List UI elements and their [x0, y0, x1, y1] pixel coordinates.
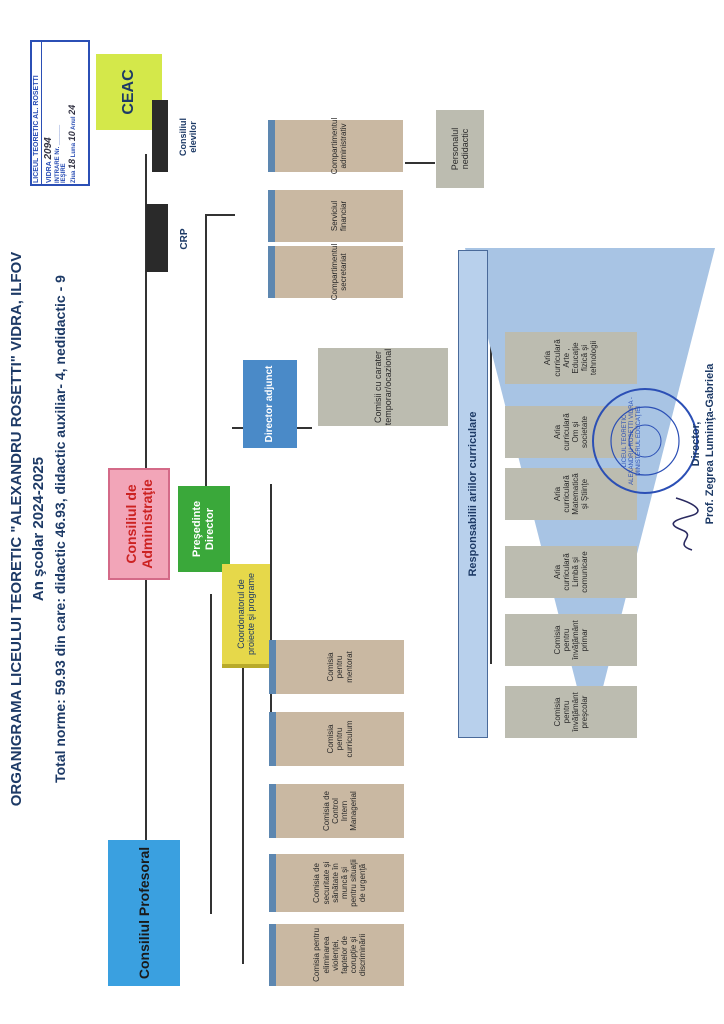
nedidactic-line	[405, 162, 435, 164]
stamp-luna-value: 10	[67, 131, 77, 142]
commission-curriculum: Comisia pentru curriculum	[276, 712, 404, 766]
consiliul-profesoral-node: Consiliul Profesoral	[108, 840, 180, 986]
signature-name: Prof. Zegrea Luminiţa-Gabriela	[704, 363, 716, 525]
admin-administrativ: Compartimentul administrativ	[275, 118, 403, 174]
area-arte: Aria curriculară Arte , Educaţie fizică …	[505, 332, 637, 384]
commission-control-intern: Comisia de Control Intern Managerial	[276, 784, 404, 838]
seal-inner-ring	[610, 406, 680, 476]
commission-ssm: Comisia de securitate şi sănătate în mun…	[276, 854, 404, 912]
area-prescolar: Comisia pentru învăţământ preşcolar	[505, 686, 637, 738]
area-limba: Aria curriculară Limbă şi comunicare	[505, 546, 637, 598]
presedinte-director-node: Preşedinte Director	[178, 486, 230, 572]
crp-node	[146, 204, 168, 272]
signature-path	[672, 497, 699, 551]
admin-vertical-line	[205, 214, 235, 216]
presedinte-to-admin-line	[205, 214, 207, 514]
consiliul-administratie-node: Consiliul de Administraţie	[108, 468, 170, 580]
stamp-line1: LICEUL TEORETIC AL. ROSETTI	[32, 42, 42, 184]
round-seal	[592, 388, 698, 494]
stamp-anul-value: 24	[67, 104, 77, 115]
commission-bus-line	[242, 664, 244, 964]
school-year: An şcolar 2024-2025	[30, 456, 47, 602]
total-norms: Total norme: 59.93 din care: didactic 46…	[52, 275, 68, 783]
presedinte-to-areas-line	[270, 484, 272, 724]
commission-mentorat: Comisia pentru mentorat	[276, 640, 404, 694]
consiliul-elevilor-node	[152, 100, 168, 172]
comisii-temporare-node: Comisii cu carater temporar/ocazional	[318, 348, 448, 426]
responsabili-node: Responsabilii ariilor curriculare	[458, 250, 488, 738]
area-primar: Comisia pentru învăţământ primar	[505, 614, 637, 666]
admin-financiar: Serviciul financiar	[275, 190, 403, 242]
seal-center	[628, 424, 662, 458]
stamp-ziua: Ziua	[71, 170, 77, 183]
coordonator-node: Coordonatorul de proiecte şi programe	[222, 564, 270, 664]
consiliul-elevilor-label: Consiliul elevilor	[177, 118, 198, 156]
director-adjunct-node: Director adjunct	[243, 360, 297, 448]
stamp-nr: Nr.	[55, 146, 61, 155]
signature-scribble	[672, 497, 699, 551]
admin-secretariat: Compartimentul secretariat	[275, 244, 403, 300]
personal-nedidactic-node: Personalul nedidactic	[436, 110, 484, 188]
seal-text: LICEUL TEORETIC ALEXANDRU ROSETTI VIDRA …	[622, 397, 643, 485]
stamp-luna: Luna	[71, 142, 77, 158]
registry-stamp: LICEUL TEORETIC AL. ROSETTI VIDRA 2094 I…	[30, 40, 90, 186]
stamp-anul: Anul	[71, 116, 77, 130]
seal-outer-ring	[592, 388, 698, 494]
signature-role: Director,	[690, 421, 702, 467]
coordinator-down-line	[210, 594, 212, 914]
stamp-year: 2094	[43, 137, 54, 160]
page-title: ORGANIGRAMA LICEULUI TEORETIC "ALEXANDRU…	[8, 251, 25, 807]
crp-label: CRP	[179, 228, 191, 250]
commission-violenta: Comisia pentru eliminarea violenţei, fap…	[276, 924, 404, 986]
stamp-ziua-value: 18	[67, 158, 77, 169]
stamp-line2: VIDRA	[46, 161, 53, 183]
